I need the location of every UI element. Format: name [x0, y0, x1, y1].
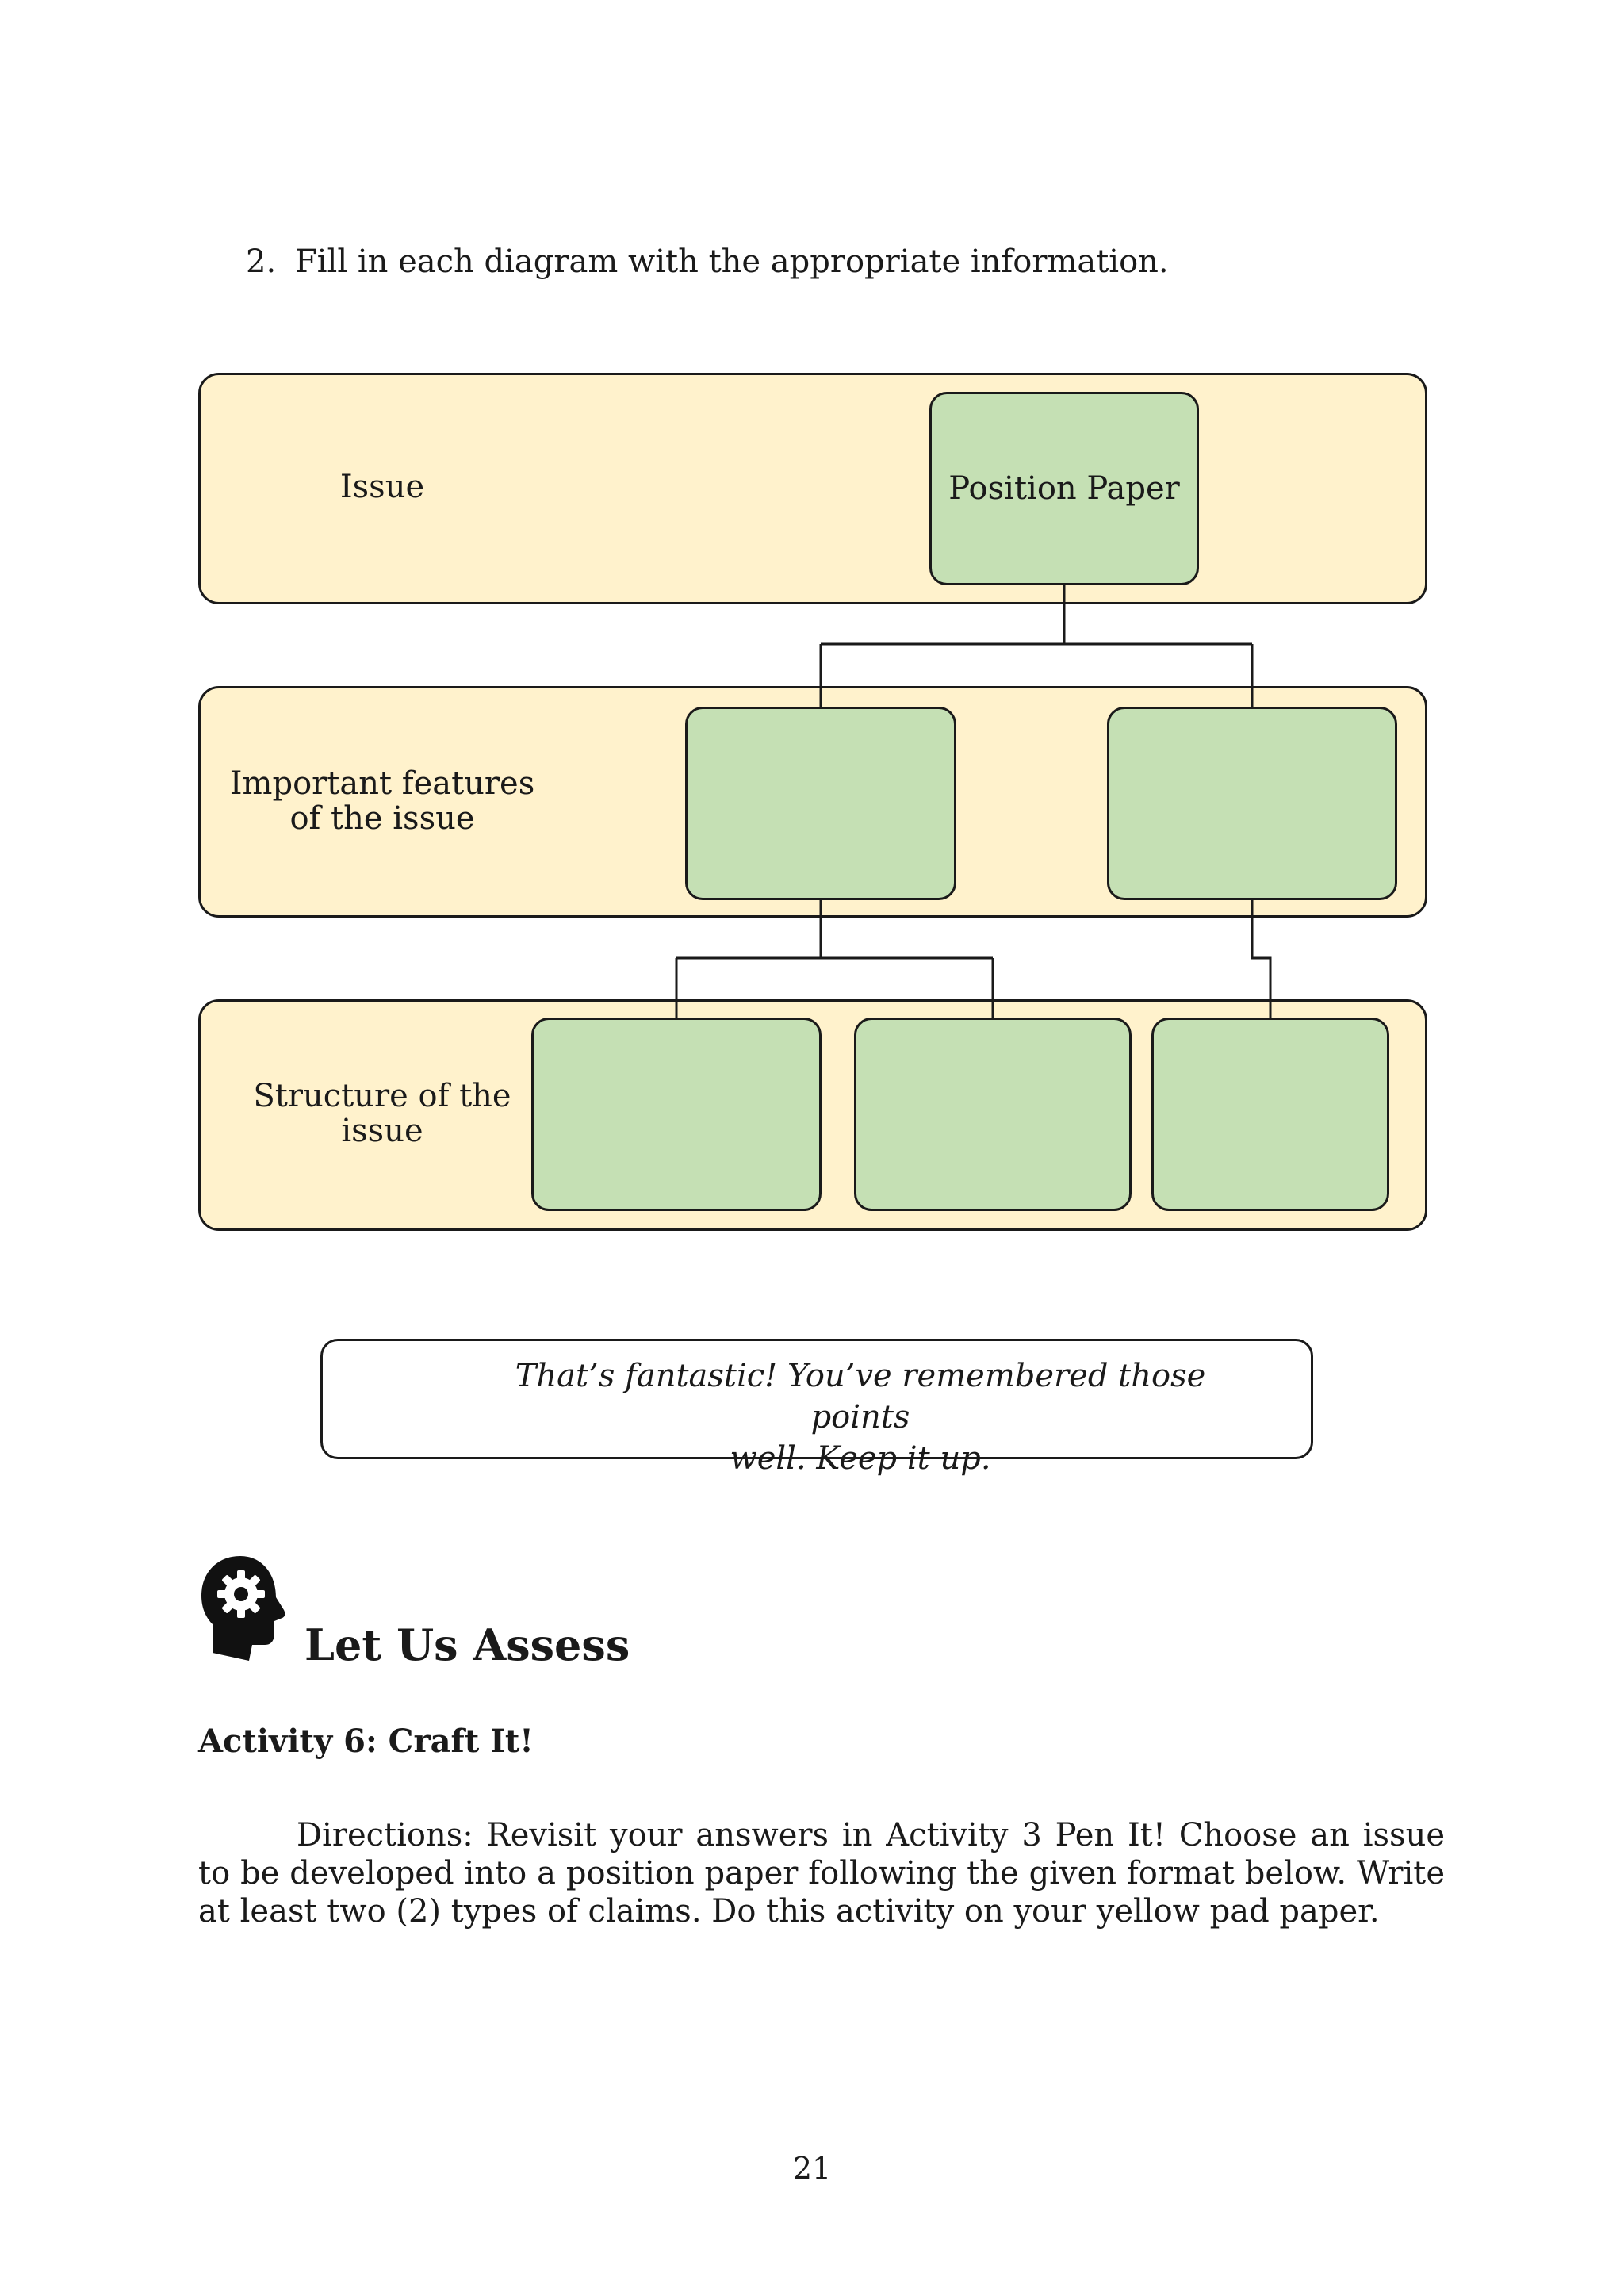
band-issue	[198, 373, 1427, 604]
row-label-structure-line2: issue	[341, 1113, 423, 1149]
row-label-issue-text: Issue	[339, 469, 425, 505]
position-paper-label: Position Paper	[948, 470, 1180, 507]
row-label-issue: Issue	[255, 470, 509, 504]
head-gear-icon	[201, 1556, 285, 1661]
encouragement-callout: That’s fantastic! You’ve remembered thos…	[320, 1339, 1313, 1477]
structure-box-2[interactable]	[854, 1018, 1132, 1211]
row-label-structure: Structure of the issue	[224, 1079, 541, 1148]
section-heading: Let Us Assess	[304, 1619, 630, 1670]
structure-box-1[interactable]	[531, 1018, 822, 1211]
feature-box-1[interactable]	[685, 707, 956, 900]
activity-title: Activity 6: Craft It!	[198, 1723, 534, 1760]
instruction-line: 2. Fill in each diagram with the appropri…	[246, 238, 1169, 286]
position-paper-box: Position Paper	[929, 392, 1199, 585]
row-label-important-features: Important features of the issue	[208, 766, 557, 836]
callout-line1: That’s fantastic! You’ve remembered thos…	[515, 1358, 1206, 1435]
structure-box-3[interactable]	[1151, 1018, 1389, 1211]
instruction-text: Fill in each diagram with the appropriat…	[295, 243, 1169, 280]
instruction-number: 2.	[246, 243, 277, 280]
page-number: 21	[792, 2151, 832, 2186]
activity-directions: Directions: Revisit your answers in Acti…	[198, 1817, 1445, 1930]
feature-box-2[interactable]	[1107, 707, 1397, 900]
row-label-important-features-line2: of the issue	[289, 800, 475, 837]
callout-line2: well. Keep it up.	[730, 1440, 991, 1477]
row-label-structure-line1: Structure of the	[253, 1078, 511, 1114]
row-label-important-features-line1: Important features	[229, 765, 535, 802]
